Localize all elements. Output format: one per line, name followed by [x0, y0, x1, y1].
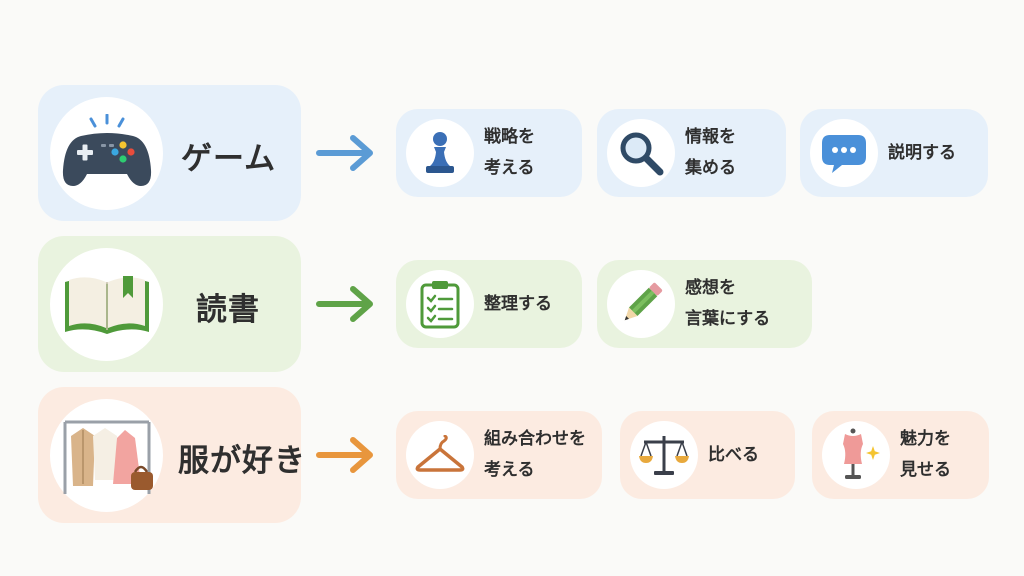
skill-icon-circle [406, 270, 474, 338]
skill-icon-circle [630, 421, 698, 489]
skill-label: 組み合わせを 考える [484, 429, 586, 480]
topic-icon-circle [50, 97, 163, 210]
skill-icon-circle [607, 119, 675, 187]
topic-label: ゲーム [181, 141, 277, 177]
game-controller-icon [62, 113, 151, 186]
skill-organize: 整理する [396, 260, 582, 348]
skill-icon-circle [822, 421, 890, 489]
skill-combine: 組み合わせを 考える [396, 411, 602, 499]
skill-icon-circle [607, 270, 675, 338]
skill-show-appeal: 魅力を 見せる [812, 411, 989, 499]
skill-icon-circle [810, 119, 878, 187]
chess-pawn-icon [426, 132, 454, 173]
skill-icon-circle [406, 421, 474, 489]
topic-icon-circle [50, 248, 163, 361]
clipboard-checklist-icon [420, 281, 460, 329]
skill-compare: 比べる [620, 411, 795, 499]
pencil-icon [624, 282, 663, 321]
open-book-icon [64, 275, 149, 334]
hanger-icon [415, 435, 465, 472]
topic-card-game: ゲーム [38, 85, 301, 221]
skill-label: 説明する [888, 142, 956, 163]
skill-label: 魅力を 見せる [900, 429, 951, 480]
topic-label: 服が好き [178, 443, 306, 479]
topic-card-reading: 読書 [38, 236, 301, 372]
row-clothes: 服が好き 組み合わせを 考える 比べる [0, 387, 1024, 523]
arrow-right-icon [316, 437, 373, 473]
skill-label: 整理する [484, 293, 552, 314]
skill-label: 感想を 言葉にする [685, 278, 771, 329]
skill-label: 比べる [708, 444, 759, 465]
mannequin-icon [843, 428, 880, 479]
skill-label: 戦略を 考える [484, 127, 535, 178]
skill-label: 情報を 集める [685, 127, 736, 178]
skill-strategy: 戦略を 考える [396, 109, 582, 197]
clothes-rack-icon [63, 420, 153, 494]
skill-gather-info: 情報を 集める [597, 109, 786, 197]
balance-scale-icon [639, 436, 689, 475]
arrow-right-icon [316, 135, 373, 171]
arrow-right-icon [316, 286, 373, 322]
skill-icon-circle [406, 119, 474, 187]
skill-explain: 説明する [800, 109, 988, 197]
skill-express-thoughts: 感想を 言葉にする [597, 260, 812, 348]
topic-card-clothes: 服が好き [38, 387, 305, 523]
topic-label: 読書 [196, 292, 260, 328]
speech-bubble-icon [822, 135, 866, 173]
row-game: ゲーム 戦略を 考える 情報を 集める [0, 85, 1024, 221]
magnifier-icon [620, 132, 664, 176]
row-reading: 読書 整理する [0, 236, 1024, 372]
topic-icon-circle [50, 399, 163, 512]
